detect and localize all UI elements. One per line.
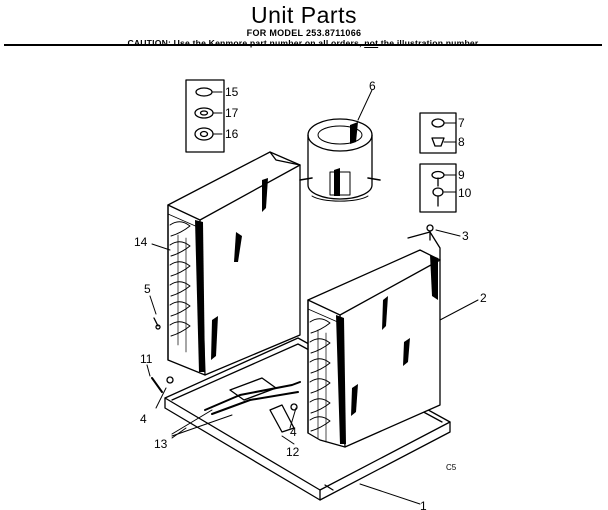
callout-8: 8: [458, 135, 465, 149]
hardware-card-valves: [419, 163, 457, 213]
callout-16: 16: [225, 127, 239, 141]
compressor-shading: [334, 122, 358, 196]
callout-2: 2: [480, 291, 487, 305]
screw-part-5: [153, 317, 161, 330]
caution-text-end: the illustration number.: [378, 38, 481, 48]
callout-4-right: 4: [290, 425, 297, 439]
caution-emphasis: not: [364, 38, 379, 48]
caution-note: CAUTION: Use the Kenmore part number on …: [0, 38, 608, 49]
callout-14: 14: [134, 235, 148, 249]
callout-3: 3: [462, 229, 469, 243]
coil-right-shading: [336, 255, 438, 444]
screw-part-11: [151, 376, 174, 393]
page-header: Unit Parts FOR MODEL 253.8711066 CAUTION…: [0, 0, 608, 49]
callout-15: 15: [225, 85, 239, 99]
leader-lines: [146, 89, 479, 505]
callout-10: 10: [458, 186, 472, 200]
page-title: Unit Parts: [251, 2, 357, 28]
caution-text: CAUTION: Use the Kenmore part number on …: [127, 38, 365, 48]
model-number: FOR MODEL 253.8711066: [246, 28, 362, 38]
hardware-card-fittings: [419, 112, 457, 154]
callout-1: 1: [420, 499, 427, 510]
callout-7: 7: [458, 116, 465, 130]
callout-5: 5: [144, 282, 151, 296]
callout-11: 11: [140, 352, 153, 366]
callout-17: 17: [225, 106, 239, 120]
callout-12: 12: [286, 445, 300, 459]
callout-4-left: 4: [140, 412, 147, 426]
coil-left-shading: [195, 178, 268, 372]
screw-part-3: [426, 224, 434, 241]
header-rule: [4, 44, 602, 46]
condenser-coil-left: [167, 151, 301, 376]
figure-code: C5: [446, 463, 457, 472]
callout-13: 13: [154, 437, 168, 451]
bracket-part-12: [269, 403, 298, 433]
callout-6: 6: [369, 79, 376, 93]
callout-9: 9: [458, 168, 465, 182]
hardware-card-grommets: [185, 79, 225, 153]
